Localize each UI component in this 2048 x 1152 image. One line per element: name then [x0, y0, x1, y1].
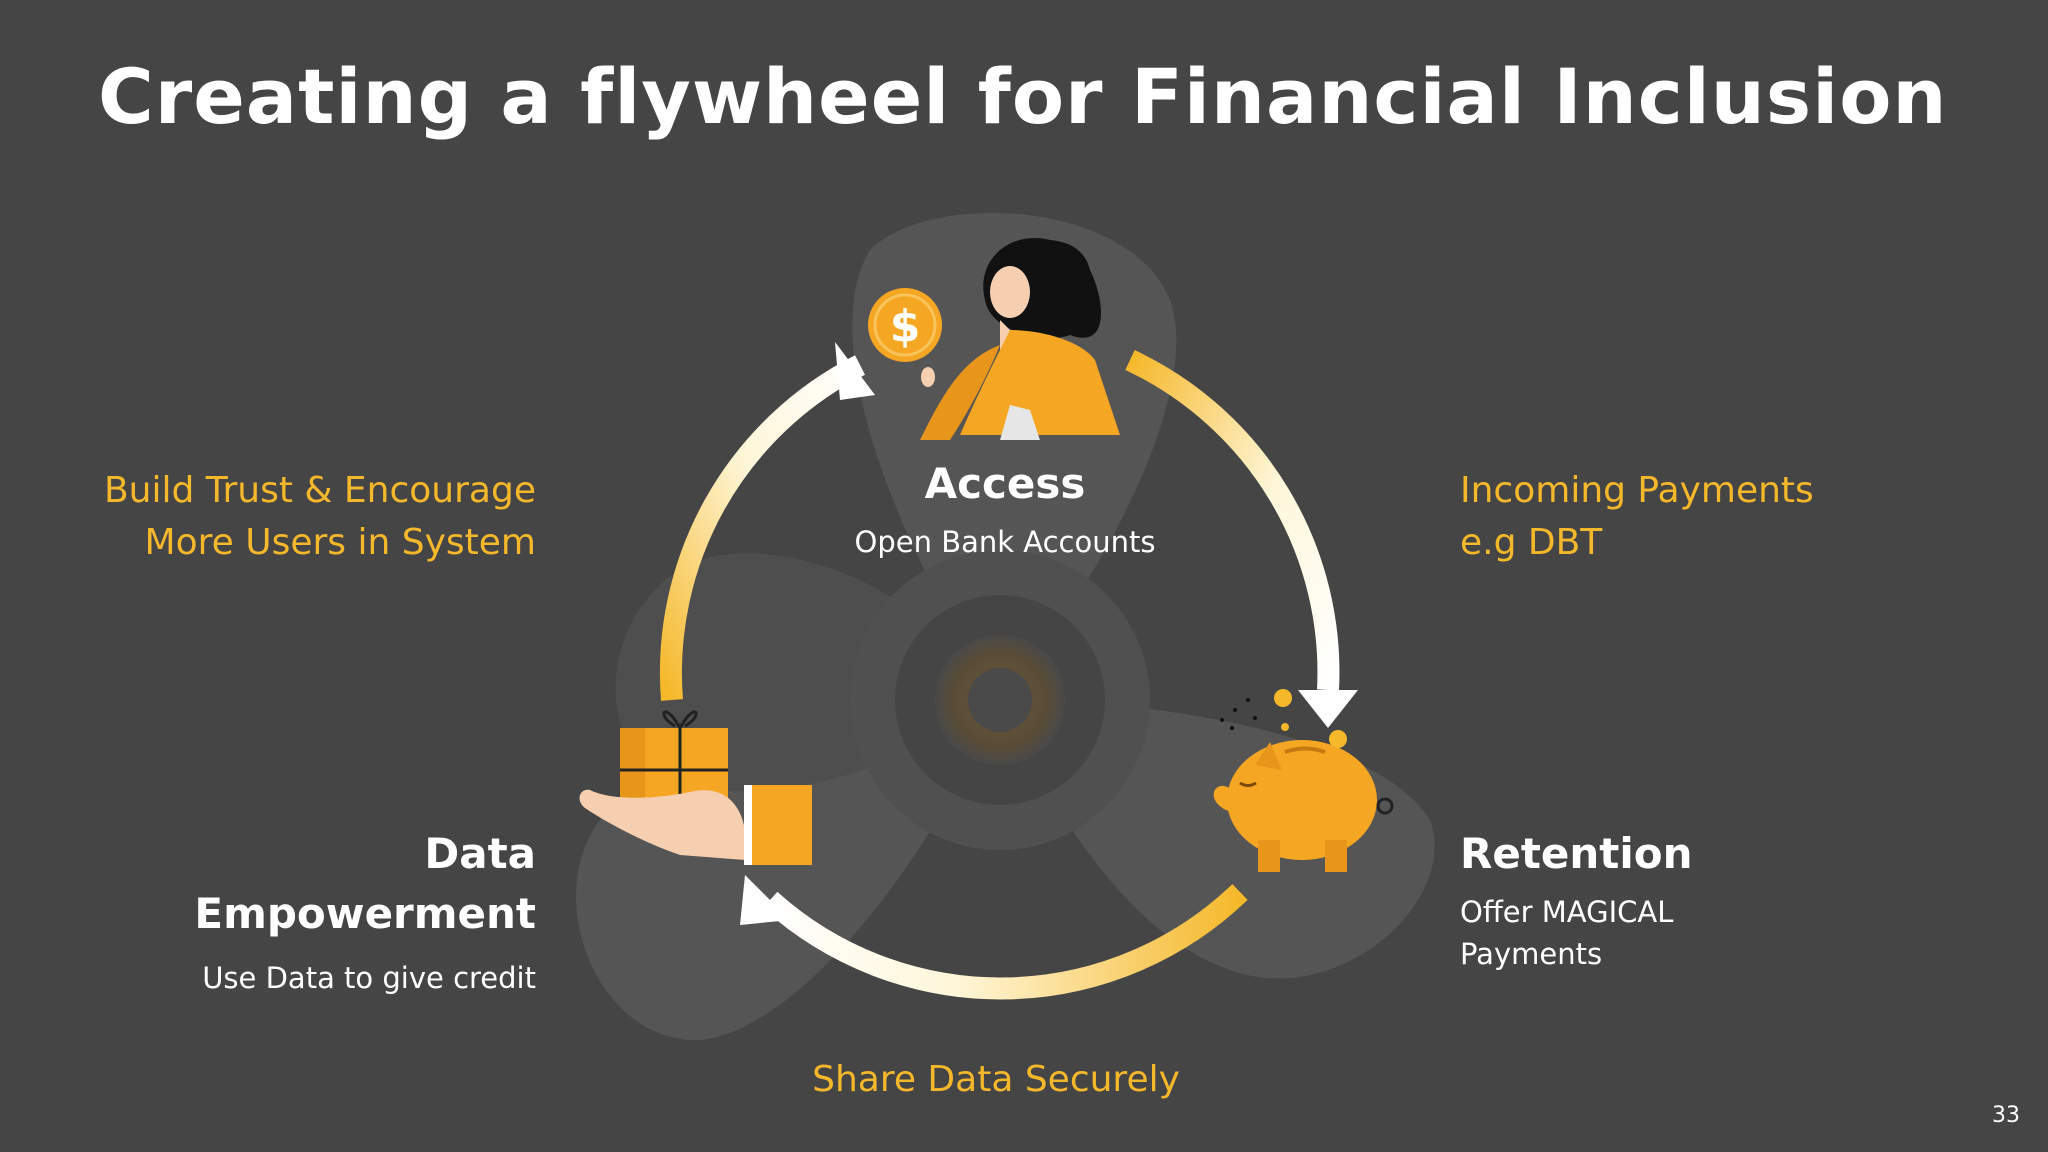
incoming-payments-line2: e.g DBT: [1460, 522, 1603, 563]
woman-with-coin-icon: [920, 238, 1120, 440]
dollar-coin-icon: $: [868, 288, 942, 362]
data-empowerment-heading-line2: Empowerment: [194, 889, 536, 938]
data-empowerment-subtitle: Use Data to give credit: [202, 961, 536, 995]
hand-with-gift-icon: [579, 710, 812, 865]
retention-subtitle-line1: Offer MAGICAL: [1460, 895, 1674, 929]
piggy-bank-icon: [1213, 689, 1394, 872]
share-data-label: Share Data Securely: [812, 1059, 1180, 1100]
retention-heading: Retention: [1460, 829, 1693, 878]
access-subtitle: Open Bank Accounts: [854, 525, 1156, 559]
build-trust-line2: More Users in System: [144, 522, 536, 563]
retention-subtitle-line2: Payments: [1460, 937, 1603, 971]
build-trust-line1: Build Trust & Encourage: [103, 470, 536, 511]
data-empowerment-heading-line1: Data: [424, 829, 536, 878]
dollar-symbol: $: [890, 301, 921, 352]
access-heading: Access: [924, 459, 1086, 508]
incoming-payments-line1: Incoming Payments: [1460, 470, 1814, 511]
page-number: 33: [1992, 1103, 2020, 1128]
page-title: Creating a flywheel for Financial Inclus…: [98, 52, 1948, 141]
cycle-arrow-icon: [659, 342, 1358, 1000]
